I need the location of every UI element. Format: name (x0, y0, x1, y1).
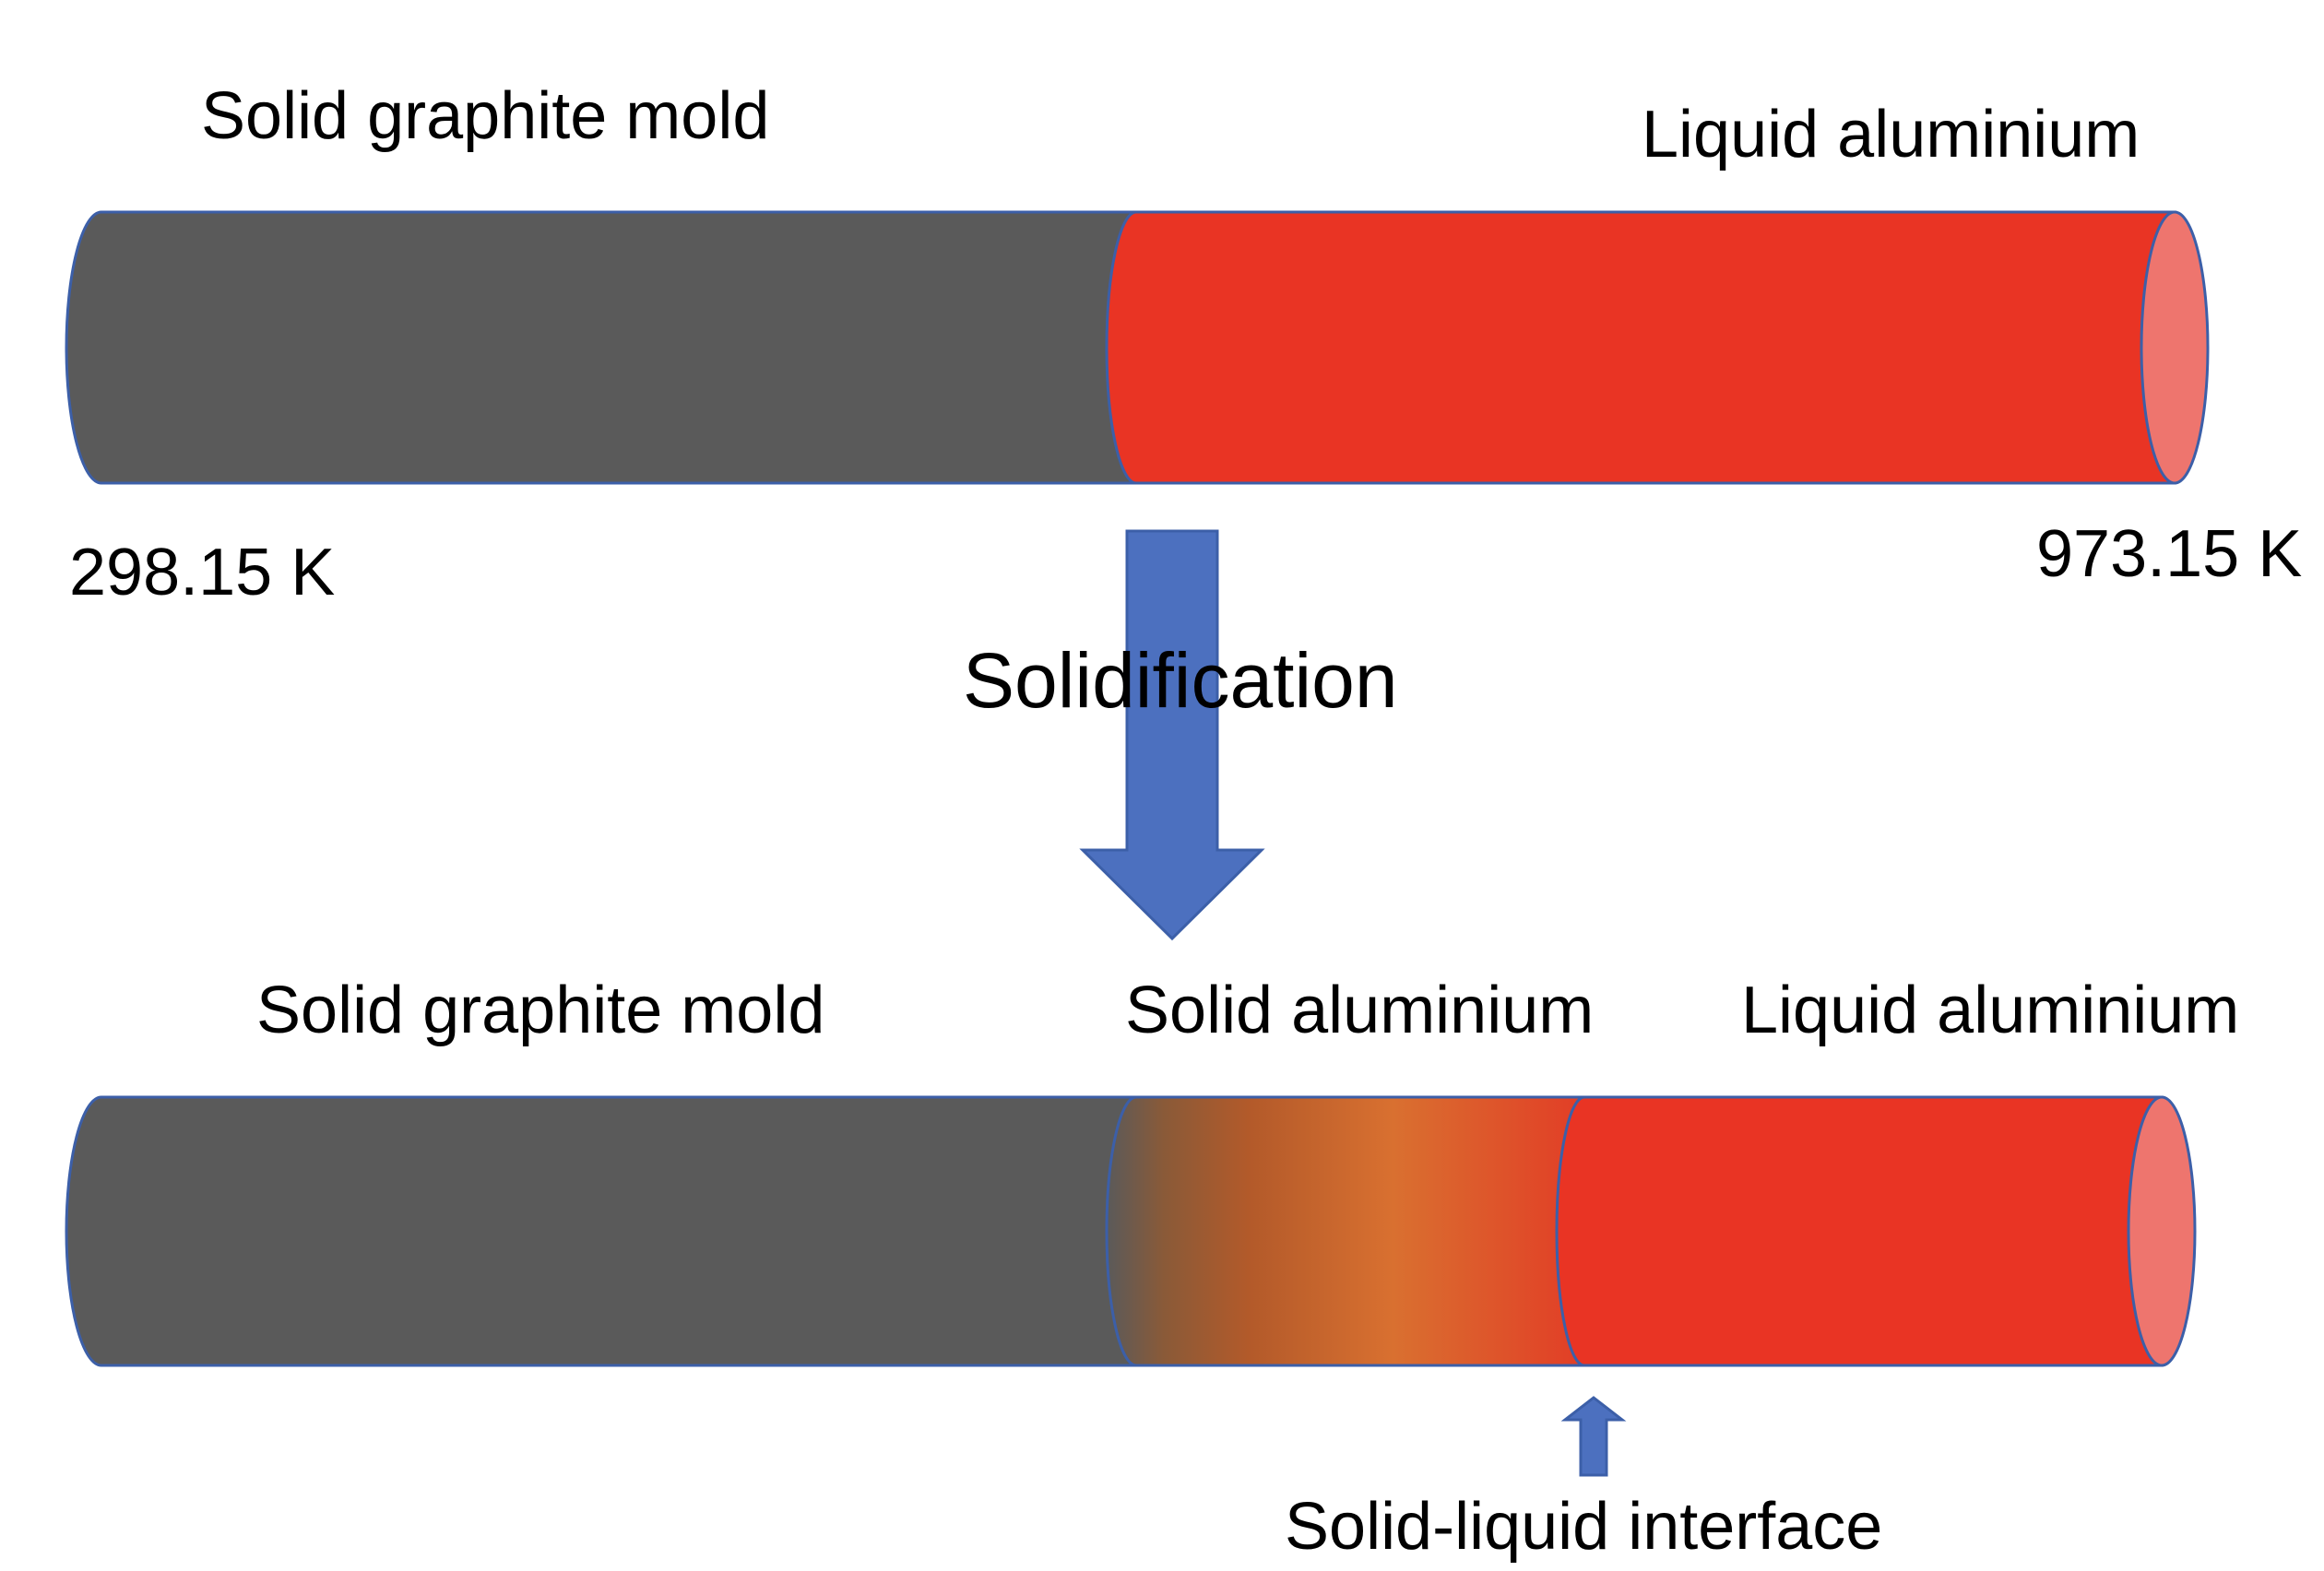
interface-pointer-arrow-icon (1560, 1396, 1627, 1477)
bottom-label-solid-aluminium: Solid aluminium (1125, 974, 1594, 1047)
solidification-label: Solidification (963, 637, 1398, 724)
solidification-arrow-icon (1079, 529, 1265, 941)
top-cylinder (65, 210, 2210, 485)
bottom-graphite-section (65, 1095, 1138, 1367)
bottom-cylinder (65, 1095, 2197, 1367)
top-graphite-section (65, 210, 1138, 485)
bottom-label-liquid-aluminium: Liquid aluminium (1741, 974, 2239, 1047)
top-liquid-end-cap (2140, 210, 2210, 485)
bottom-solid-aluminium-section (1105, 1095, 1586, 1367)
bottom-label-graphite-mold: Solid graphite mold (256, 974, 824, 1047)
top-label-liquid-aluminium: Liquid aluminium (1642, 98, 2140, 171)
temperature-left: 298.15 K (69, 536, 335, 609)
interface-label: Solid-liquid interface (1285, 1490, 1882, 1564)
bottom-liquid-aluminium-section (1555, 1095, 2164, 1367)
top-liquid-section (1105, 210, 2176, 485)
temperature-right: 973.15 K (2036, 517, 2302, 591)
bottom-liquid-end-cap (2127, 1095, 2197, 1367)
top-label-graphite-mold: Solid graphite mold (201, 79, 769, 153)
